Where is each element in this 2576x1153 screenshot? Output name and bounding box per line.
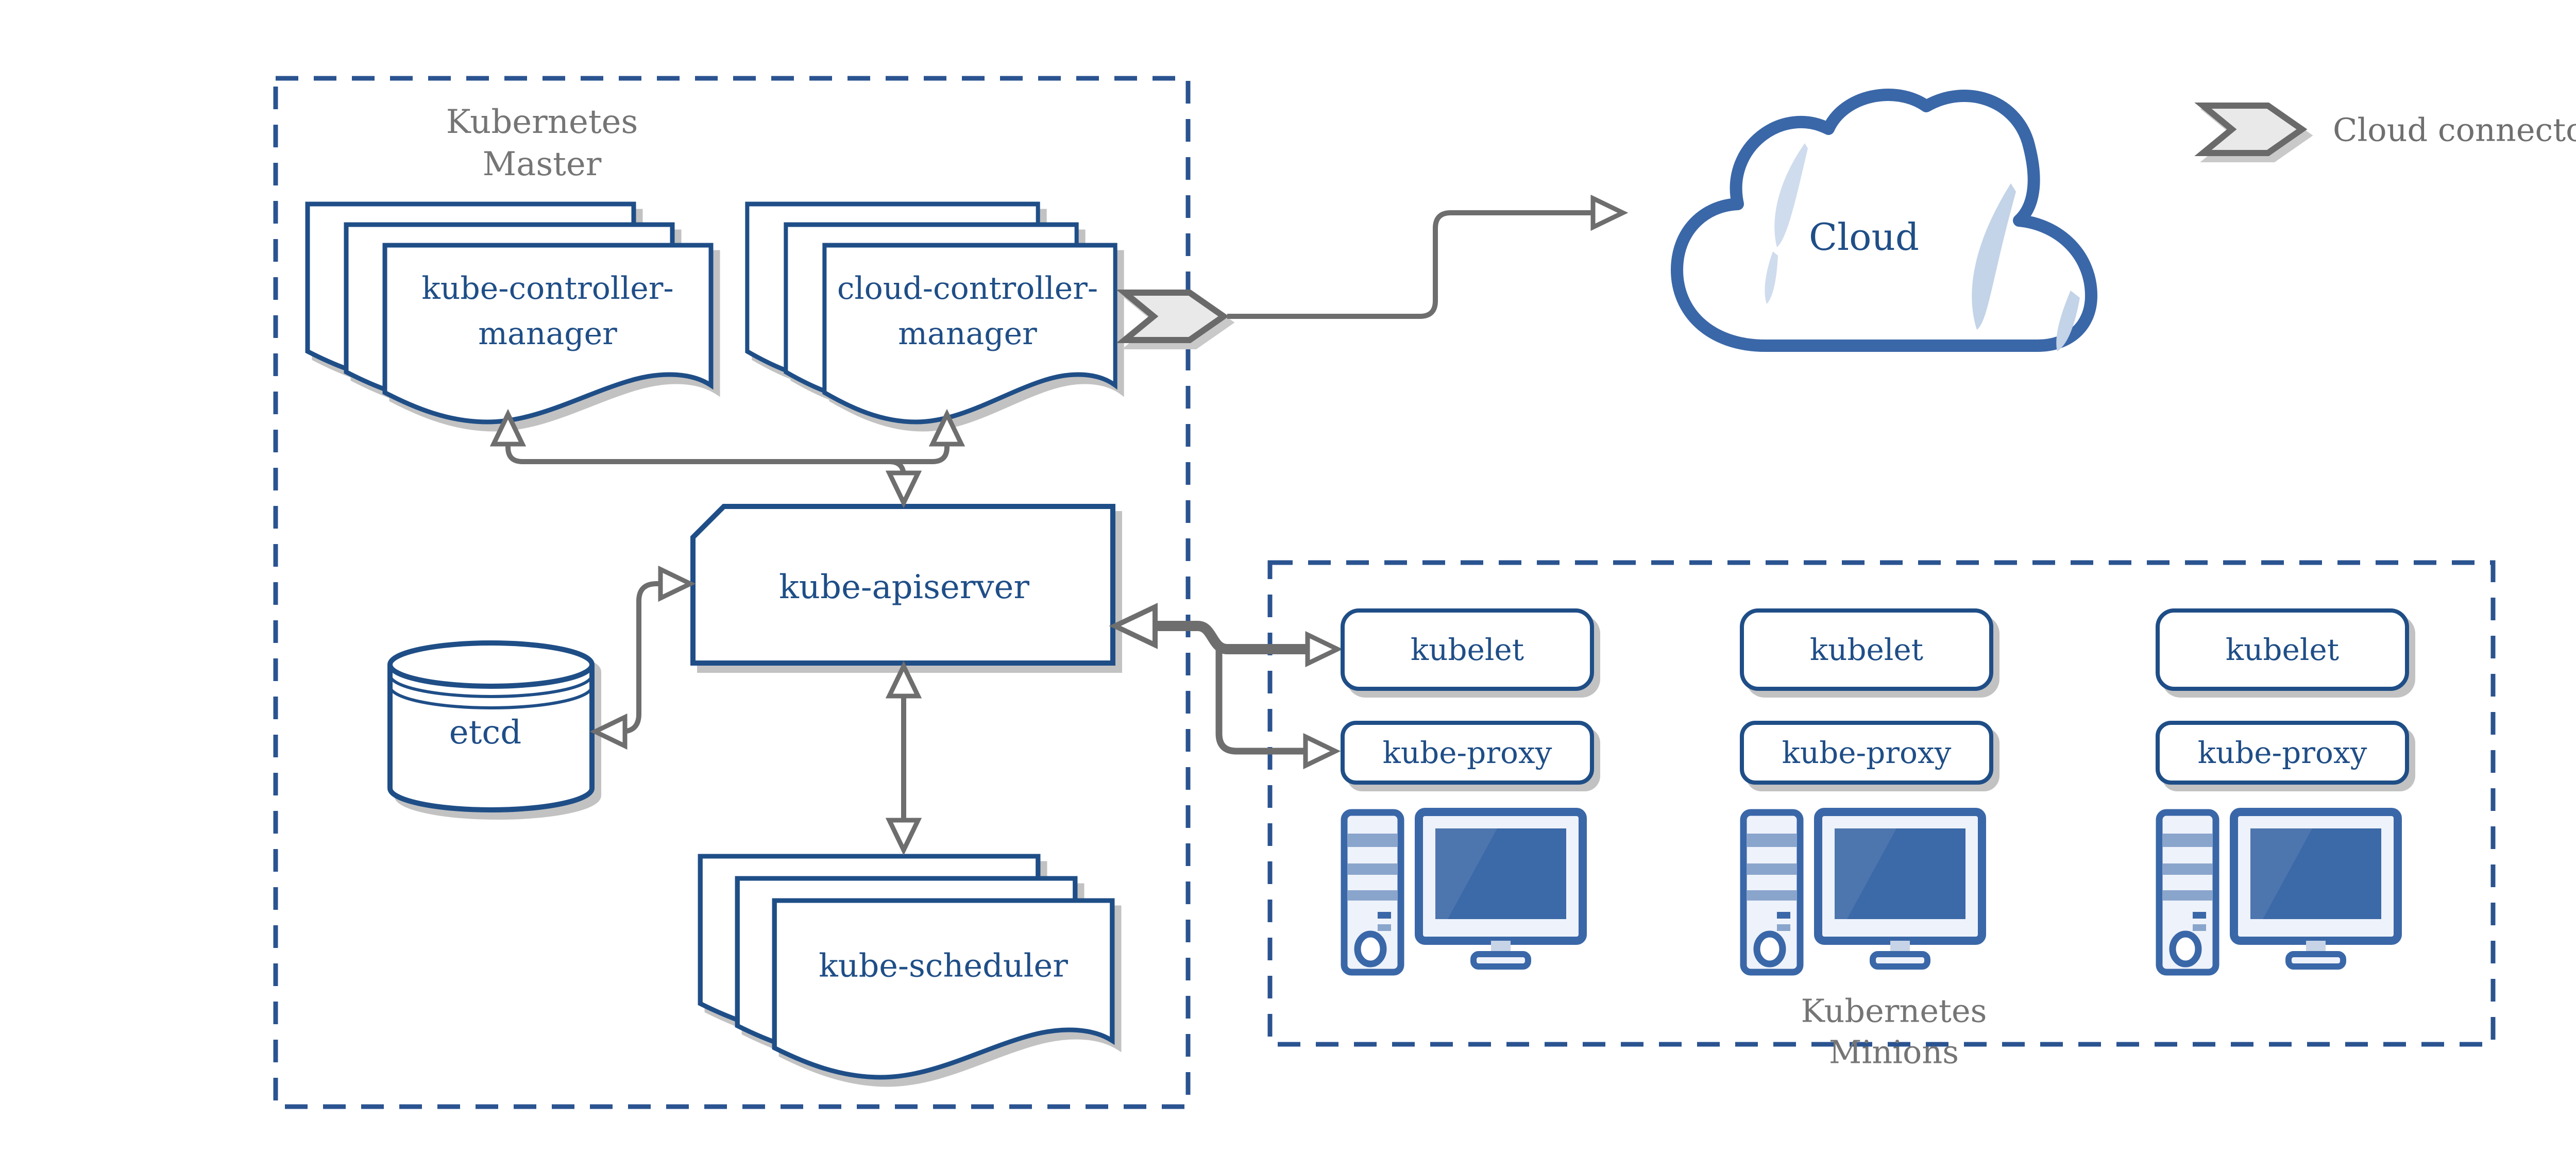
cloud-icon: [1671, 89, 2097, 352]
computer-icon: [1341, 808, 1587, 976]
arrow-apiserver-kubelet: [1109, 603, 1343, 668]
database-icon: [387, 640, 595, 812]
etcd-label: etcd: [449, 714, 522, 752]
kube-proxy-label: kube-proxy: [2197, 735, 2367, 770]
legend-label: Cloud connector: [2333, 111, 2576, 149]
kube-controller-manager-stack-icon: [305, 201, 714, 425]
cloud-controller-manager-stack-icon: [745, 201, 1117, 425]
kubernetes-master-box: [273, 76, 1191, 1109]
master-title-line1: Kubernetes: [446, 103, 638, 141]
kube-controller-manager-label-line1: kube-controller-: [421, 270, 674, 307]
cloud-highlight-slash: [1972, 183, 2016, 330]
arrow-apiserver-kubeproxy: [1215, 645, 1341, 770]
kubelet-node1: kubelet: [1341, 608, 1594, 691]
minions-title-line1: Kubernetes: [1801, 992, 1987, 1030]
arrow-controllers-apiserver: [489, 409, 965, 508]
kube-controller-manager-label-line2: manager: [478, 316, 617, 352]
arrow-etcd-apiserver: [589, 565, 696, 750]
kubelet-node2: kubelet: [1740, 608, 1993, 691]
kube-apiserver-shape: [690, 504, 1115, 666]
kube-apiserver-label: kube-apiserver: [779, 568, 1029, 606]
kube-proxy-node3: kube-proxy: [2156, 721, 2409, 785]
legend-cloud-connector-icon: [2194, 103, 2308, 156]
kubelet-label: kubelet: [2225, 632, 2340, 667]
kubelet-node3: kubelet: [2156, 608, 2409, 691]
kubernetes-minions-box: [1267, 560, 2496, 1047]
cloud-highlight-slash: [2056, 291, 2080, 351]
kubelet-label: kubelet: [1410, 632, 1524, 667]
minions-title-line2: Minions: [1828, 1033, 1959, 1071]
kubelet-label: kubelet: [1809, 632, 1924, 667]
kube-proxy-node1: kube-proxy: [1341, 721, 1594, 785]
cloud-connector-icon: [1116, 290, 1229, 343]
master-title-line2: Master: [482, 145, 602, 183]
kube-proxy-label: kube-proxy: [1382, 735, 1552, 770]
kube-scheduler-stack-icon: [698, 854, 1115, 1080]
computer-icon: [2156, 808, 2402, 976]
cloud-label: Cloud: [1809, 215, 1919, 259]
cloud-highlight-slash: [1774, 143, 1808, 247]
arrow-apiserver-scheduler: [885, 660, 922, 856]
kube-proxy-node2: kube-proxy: [1740, 721, 1993, 785]
arrow-cloudconnector-cloud: [1227, 194, 1629, 319]
computer-icon: [1740, 808, 1986, 976]
cloud-controller-manager-label-line2: manager: [898, 316, 1037, 352]
kube-scheduler-label: kube-scheduler: [819, 946, 1068, 985]
kube-proxy-label: kube-proxy: [1782, 735, 1952, 770]
cloud-highlight-slash: [1765, 251, 1778, 304]
cloud-controller-manager-label-line1: cloud-controller-: [837, 270, 1098, 307]
